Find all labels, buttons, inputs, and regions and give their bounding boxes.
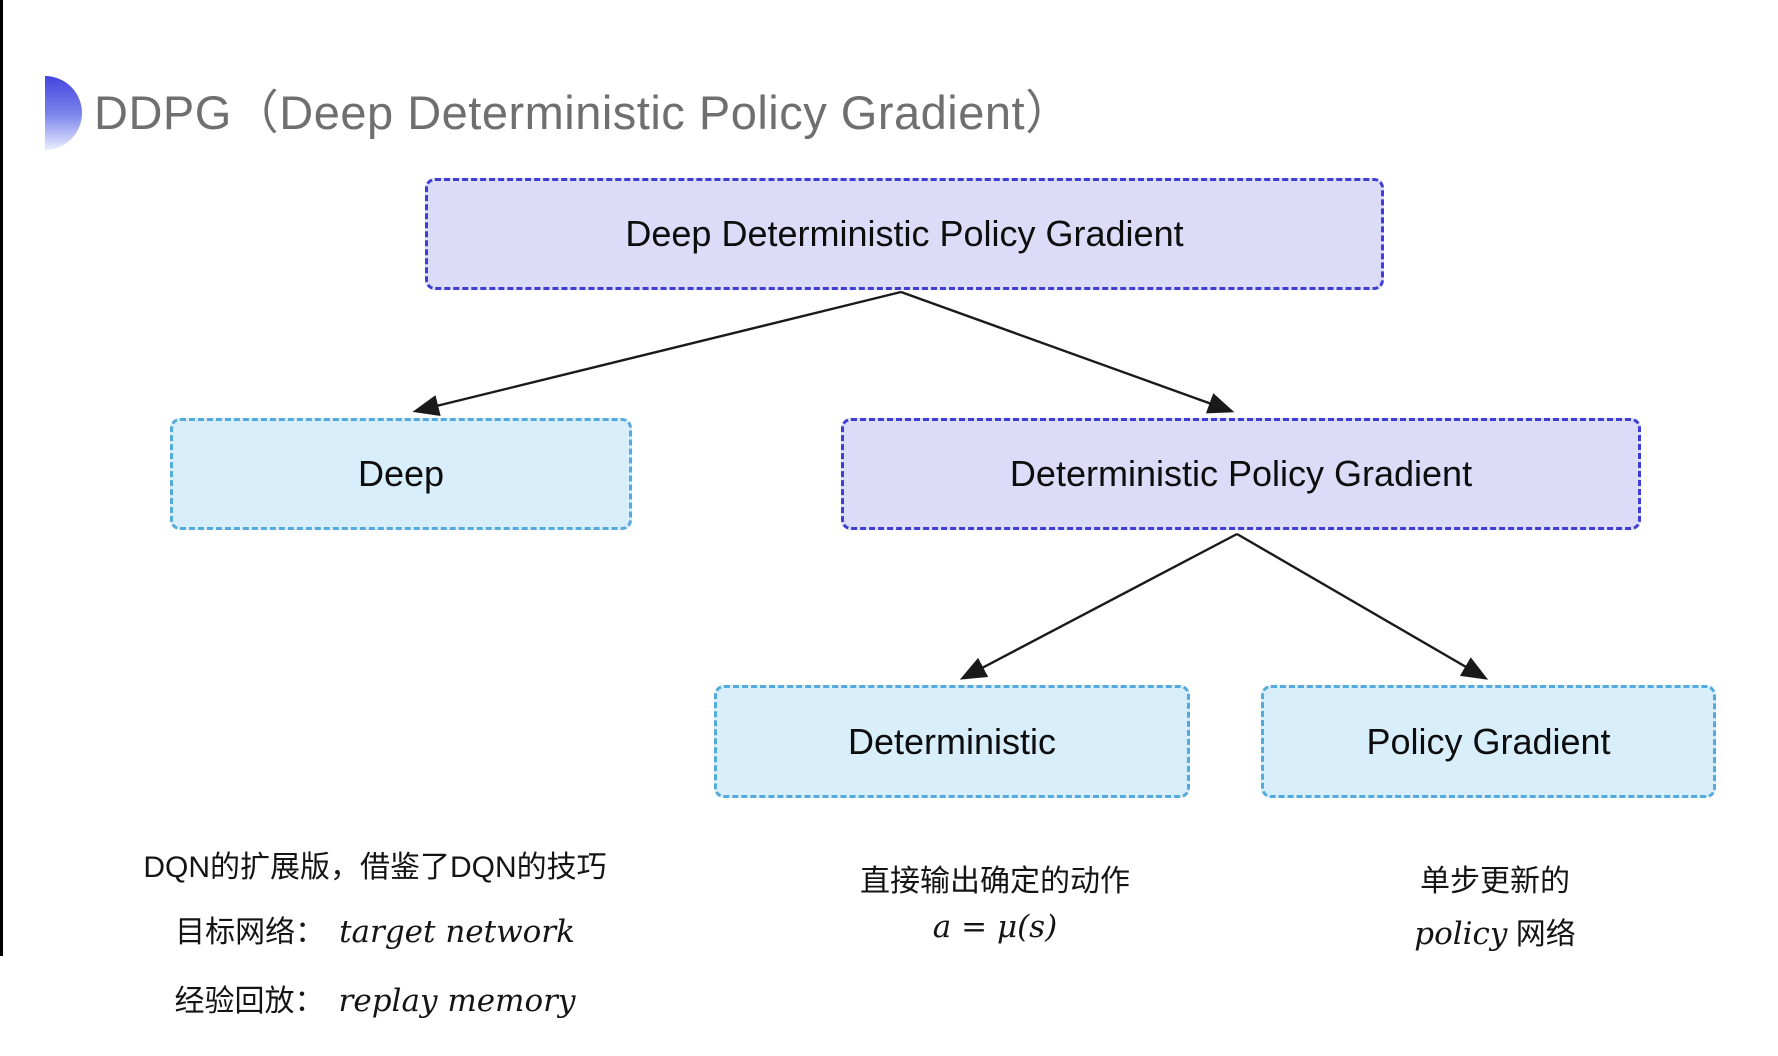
note-deep-line2-value: target network	[339, 914, 575, 950]
node-deterministic-policy-gradient: Deterministic Policy Gradient	[841, 418, 1641, 530]
note-deep-line2-label: 目标网络：	[175, 916, 326, 949]
note-deterministic-line1: 直接输出确定的动作	[860, 865, 1130, 898]
note-deep-line3: 经验回放： replay memory	[110, 976, 640, 1020]
edge-ddpg-deep	[412, 290, 902, 417]
node-deep-deterministic-policy-gradient: Deep Deterministic Policy Gradient	[425, 178, 1384, 290]
node-label: Deterministic	[847, 720, 1057, 762]
node-label: Deep Deterministic Policy Gradient	[625, 213, 1184, 254]
node-policy-gradient: Policy Gradient	[1261, 685, 1716, 798]
note-deep-line3-label: 经验回放：	[174, 985, 325, 1018]
edge-dpg-policy	[1236, 532, 1489, 680]
note-deep: DQN的扩展版，借鉴了DQN的技巧 目标网络： target network 经验…	[110, 842, 640, 1020]
title-bullet-icon	[45, 76, 82, 150]
node-label: Deep	[357, 453, 445, 494]
node-label: Deterministic Policy Gradient	[1009, 453, 1473, 494]
node-deterministic: Deterministic	[714, 685, 1190, 798]
note-policy-line2-rest: 网络	[1507, 918, 1576, 951]
node-label: Policy Gradient	[1366, 720, 1611, 762]
edge-dpg-deterministic	[959, 532, 1238, 680]
note-deterministic: 直接输出确定的动作 a = μ(s)	[830, 856, 1160, 945]
note-policy-gradient: 单步更新的 policy 网络	[1330, 856, 1660, 953]
note-deep-line3-value: replay memory	[338, 983, 576, 1019]
note-policy-line1: 单步更新的	[1420, 865, 1570, 898]
note-policy-line2-italic: policy	[1414, 916, 1508, 952]
edge-ddpg-dpg	[900, 290, 1235, 414]
note-policy-line2: policy 网络	[1330, 909, 1660, 953]
note-deep-line2: 目标网络： target network	[110, 907, 640, 951]
left-border-line	[0, 0, 3, 956]
page-title: DDPG（Deep Deterministic Policy Gradient）	[94, 86, 1073, 139]
note-deterministic-formula: a = μ(s)	[932, 909, 1058, 945]
note-deep-line1: DQN的扩展版，借鉴了DQN的技巧	[143, 851, 607, 884]
node-deep: Deep	[170, 418, 632, 530]
